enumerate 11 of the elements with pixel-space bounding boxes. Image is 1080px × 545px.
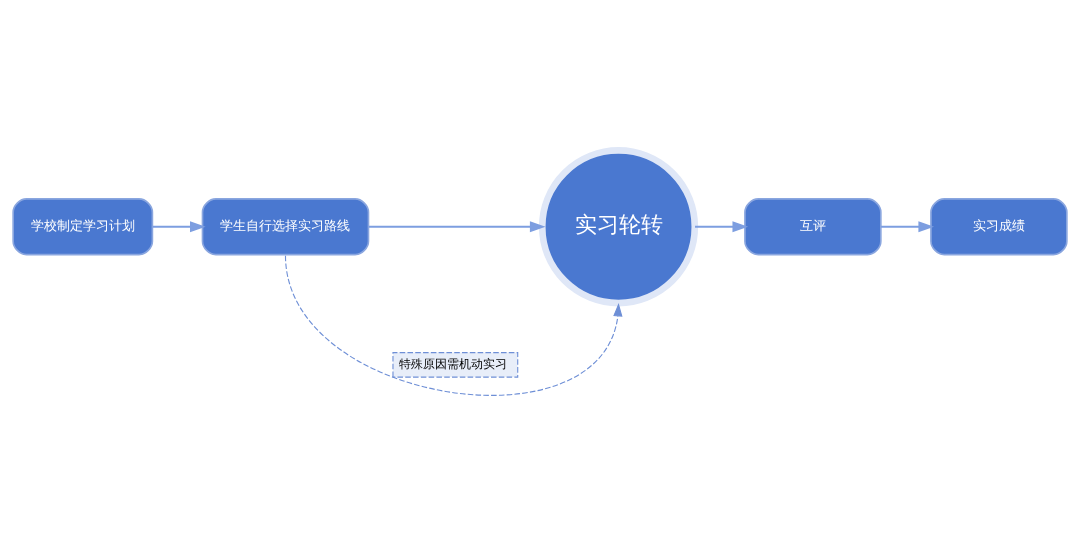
arrow	[695, 220, 749, 232]
node-box: 学校制定学习计划	[12, 197, 154, 255]
edge-label: 特殊原因需机动实习	[398, 356, 507, 371]
arrow	[284, 254, 623, 396]
arrow	[152, 220, 206, 232]
arrow	[368, 220, 546, 232]
node-box: 实习成绩	[930, 197, 1068, 255]
node-box: 互评	[744, 197, 882, 255]
node-box: 学生自行选择实习路线	[201, 197, 370, 255]
node-circle: 实习轮转	[538, 146, 699, 306]
arrow	[880, 220, 935, 232]
